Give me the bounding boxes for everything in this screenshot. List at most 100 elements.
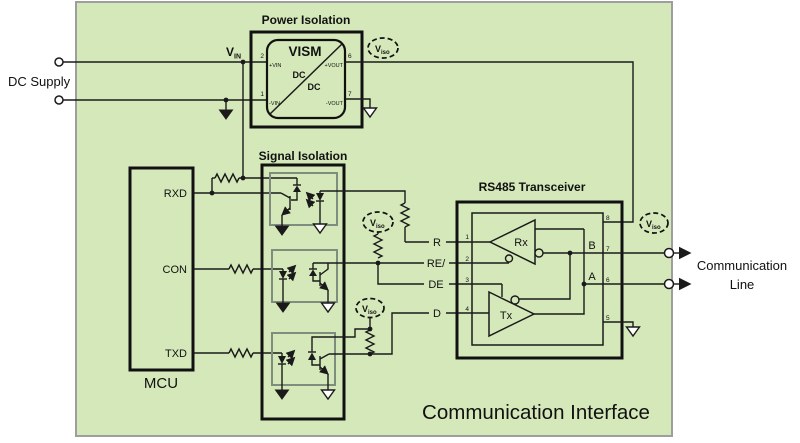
mcu-label: MCU (144, 375, 178, 392)
svg-text:Viso: Viso (646, 219, 661, 231)
viso-symbol-4: Viso (639, 212, 669, 234)
viso-rail (345, 61, 634, 223)
power-isolation-section: Power Isolation VISM DC DC 2 +VIN 1 -VIN… (249, 13, 634, 223)
r-wire (320, 190, 406, 203)
dc-supply-label: DC Supply (8, 74, 71, 89)
tx-label: Tx (500, 310, 513, 322)
gnd-opto3-mcu-side (274, 389, 290, 400)
signal-isolation-box (260, 163, 346, 421)
resistor-re-pullup (372, 233, 384, 259)
interface-panel (75, 1, 673, 437)
rs485-pin4: 4 (465, 306, 469, 313)
phototransistor-icon-3 (319, 365, 329, 375)
vism-pin1-label: -VIN (269, 101, 280, 107)
a-label: A (588, 271, 596, 283)
phototransistor-icon-1 (281, 206, 291, 216)
power-isolation-box (249, 30, 364, 129)
iso-gnd-opto1 (312, 223, 328, 235)
led-icon-3 (278, 356, 286, 364)
iso-gnd-opto3 (320, 389, 336, 401)
iso-gnd-opto2 (320, 302, 336, 314)
optocoupler-1-box (269, 172, 338, 226)
dc-minus-terminal (54, 95, 64, 105)
vism-chip-name: VISM (288, 44, 321, 59)
re-label: RE/ (427, 258, 446, 270)
photodiode-icon-3 (308, 352, 316, 360)
vism-pin2-label: +VIN (269, 63, 281, 69)
rs485-pin6: 6 (606, 277, 610, 284)
rx-label: Rx (514, 237, 528, 249)
rs485-pin2: 2 (465, 256, 469, 263)
rs485-inner-box (471, 212, 604, 346)
resistor-r-series (399, 202, 411, 228)
power-isolation-title: Power Isolation (262, 13, 351, 27)
iso-ground-icon-power (362, 107, 378, 119)
mcu-pin-con: CON (163, 264, 188, 276)
panel-title: Communication Interface (422, 401, 650, 424)
signal-isolation-title: Signal Isolation (259, 149, 348, 163)
gnd-opto1-mcu-side (274, 225, 290, 236)
rx-buffer (488, 218, 536, 266)
comm-line-label-1: Communication (697, 258, 787, 273)
svg-text:Viso: Viso (370, 218, 385, 230)
comm-terminal-a (663, 278, 675, 290)
rs485-pin8: 8 (606, 215, 610, 222)
vism-pin7-number: 7 (348, 91, 352, 98)
optocoupler-2 (271, 249, 338, 314)
r-label: R (433, 237, 441, 249)
input-ground-icon (218, 109, 234, 120)
gnd-opto2-mcu-side (275, 302, 291, 313)
phototransistor-icon-2 (319, 281, 329, 291)
rs485-pin1: 1 (465, 234, 469, 241)
signal-isolation-section: Signal Isolation (259, 149, 370, 421)
rs485-pin3: 3 (465, 277, 469, 284)
rs485-pin7: 7 (606, 246, 610, 253)
vism-chip-outline (265, 38, 347, 120)
comm-terminal-b (663, 247, 675, 259)
svg-text:Viso: Viso (362, 304, 377, 316)
resistor-rxd-pullup (214, 172, 240, 184)
optocoupler-3 (271, 328, 370, 401)
photodiode-icon-1 (293, 185, 301, 192)
vism-pin6-label: +VOUT (325, 63, 344, 69)
vism-pin2-number: 2 (260, 53, 264, 60)
svg-text:Viso: Viso (375, 44, 390, 56)
rs485-outer-box (455, 200, 624, 360)
b-label: B (588, 240, 595, 252)
led-icon-1 (316, 193, 324, 201)
tx-inverting-output-bubble (510, 295, 520, 305)
resistor-txd-series (228, 347, 254, 359)
d-wire (370, 312, 429, 355)
dc-label-bottom: DC (308, 82, 321, 92)
dc-label-top: DC (293, 70, 306, 80)
optocoupler-2-box (271, 249, 338, 303)
mcu-pin-rxd: RXD (164, 188, 187, 200)
resistor-d-pullup (364, 329, 376, 355)
rx-input-bubble (534, 248, 544, 258)
vin-label: VIN (226, 45, 241, 61)
d-label: D (433, 308, 441, 320)
rx-enable-bubble (504, 254, 514, 263)
rs485-section: RS485 Transceiver 1 2 3 4 8 7 6 5 Rx B T… (455, 180, 669, 360)
dc-plus-terminal (54, 57, 64, 67)
photodiode-icon-2 (309, 269, 317, 276)
viso-symbol-1: Viso (367, 37, 399, 59)
viso-symbol-2: Viso (362, 211, 394, 233)
viso-symbol-3: Viso (355, 297, 385, 319)
optocoupler-3-box (271, 332, 336, 386)
mcu-section: MCU RXD CON TXD (128, 166, 195, 392)
rs485-title: RS485 Transceiver (479, 180, 586, 194)
dcdc-diagonal (269, 43, 343, 115)
isolated-signal-wiring: R RE/ DE Viso Viso D (313, 190, 509, 357)
rs485-pin5: 5 (606, 315, 610, 322)
led-icon-2 (279, 271, 287, 279)
de-label: DE (428, 279, 443, 291)
mcu-wiring (193, 172, 297, 359)
optocoupler-1 (269, 172, 338, 236)
comm-line-section: Communication Line (663, 246, 787, 292)
comm-line-label-2: Line (730, 277, 755, 292)
vism-pin7-label: -VOUT (326, 101, 344, 107)
vism-pin1-number: 1 (260, 91, 264, 98)
